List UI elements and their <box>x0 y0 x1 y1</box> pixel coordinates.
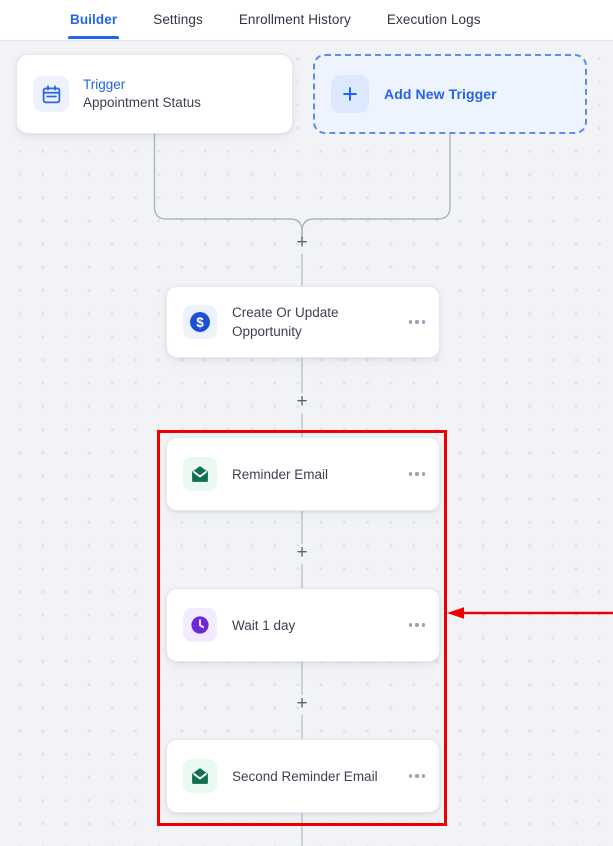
add-step-after-wait-button[interactable]: + <box>296 693 308 714</box>
node-more-options-button[interactable] <box>403 472 425 476</box>
plus-icon <box>331 75 369 113</box>
dollar-circle-icon: $ <box>183 305 217 339</box>
svg-text:$: $ <box>196 315 204 330</box>
clock-icon <box>183 608 217 642</box>
node-label: Second Reminder Email <box>232 768 378 784</box>
tab-execution-logs[interactable]: Execution Logs <box>386 12 481 27</box>
calendar-icon <box>33 76 69 112</box>
envelope-icon <box>183 457 217 491</box>
add-step-after-opportunity-button[interactable]: + <box>296 391 308 412</box>
tab-settings[interactable]: Settings <box>153 12 203 27</box>
node-reminder-email[interactable]: Reminder Email <box>166 437 440 511</box>
trigger-name: Appointment Status <box>83 95 201 110</box>
annotation-arrow <box>447 607 613 619</box>
trigger-kicker: Trigger <box>83 77 126 92</box>
trigger-card[interactable]: Trigger Appointment Status <box>16 54 293 134</box>
tab-list: Builder Settings Enrollment History Exec… <box>0 0 613 41</box>
workflow-canvas[interactable]: Trigger Appointment Status Add New Trigg… <box>0 41 613 846</box>
add-step-after-trigger-button[interactable]: + <box>296 232 308 253</box>
trigger-text: Trigger Appointment Status <box>83 76 201 112</box>
node-label: Wait 1 day <box>232 617 296 633</box>
tab-builder[interactable]: Builder <box>67 0 120 38</box>
node-wait-1-day[interactable]: Wait 1 day <box>166 588 440 662</box>
node-second-reminder-email[interactable]: Second Reminder Email <box>166 739 440 813</box>
node-label: Create Or Update Opportunity <box>232 305 339 339</box>
add-step-after-reminder-email-button[interactable]: + <box>296 542 308 563</box>
node-more-options-button[interactable] <box>403 774 425 778</box>
tab-bar: Builder Settings Enrollment History Exec… <box>0 0 613 41</box>
tab-enrollment-history[interactable]: Enrollment History <box>238 12 351 27</box>
node-more-options-button[interactable] <box>403 320 425 324</box>
node-create-or-update-opportunity[interactable]: $ Create Or Update Opportunity <box>166 286 440 358</box>
envelope-icon <box>183 759 217 793</box>
node-label: Reminder Email <box>232 466 329 482</box>
node-more-options-button[interactable] <box>403 623 425 627</box>
add-new-trigger-label: Add New Trigger <box>384 86 497 102</box>
add-new-trigger-button[interactable]: Add New Trigger <box>313 54 587 134</box>
